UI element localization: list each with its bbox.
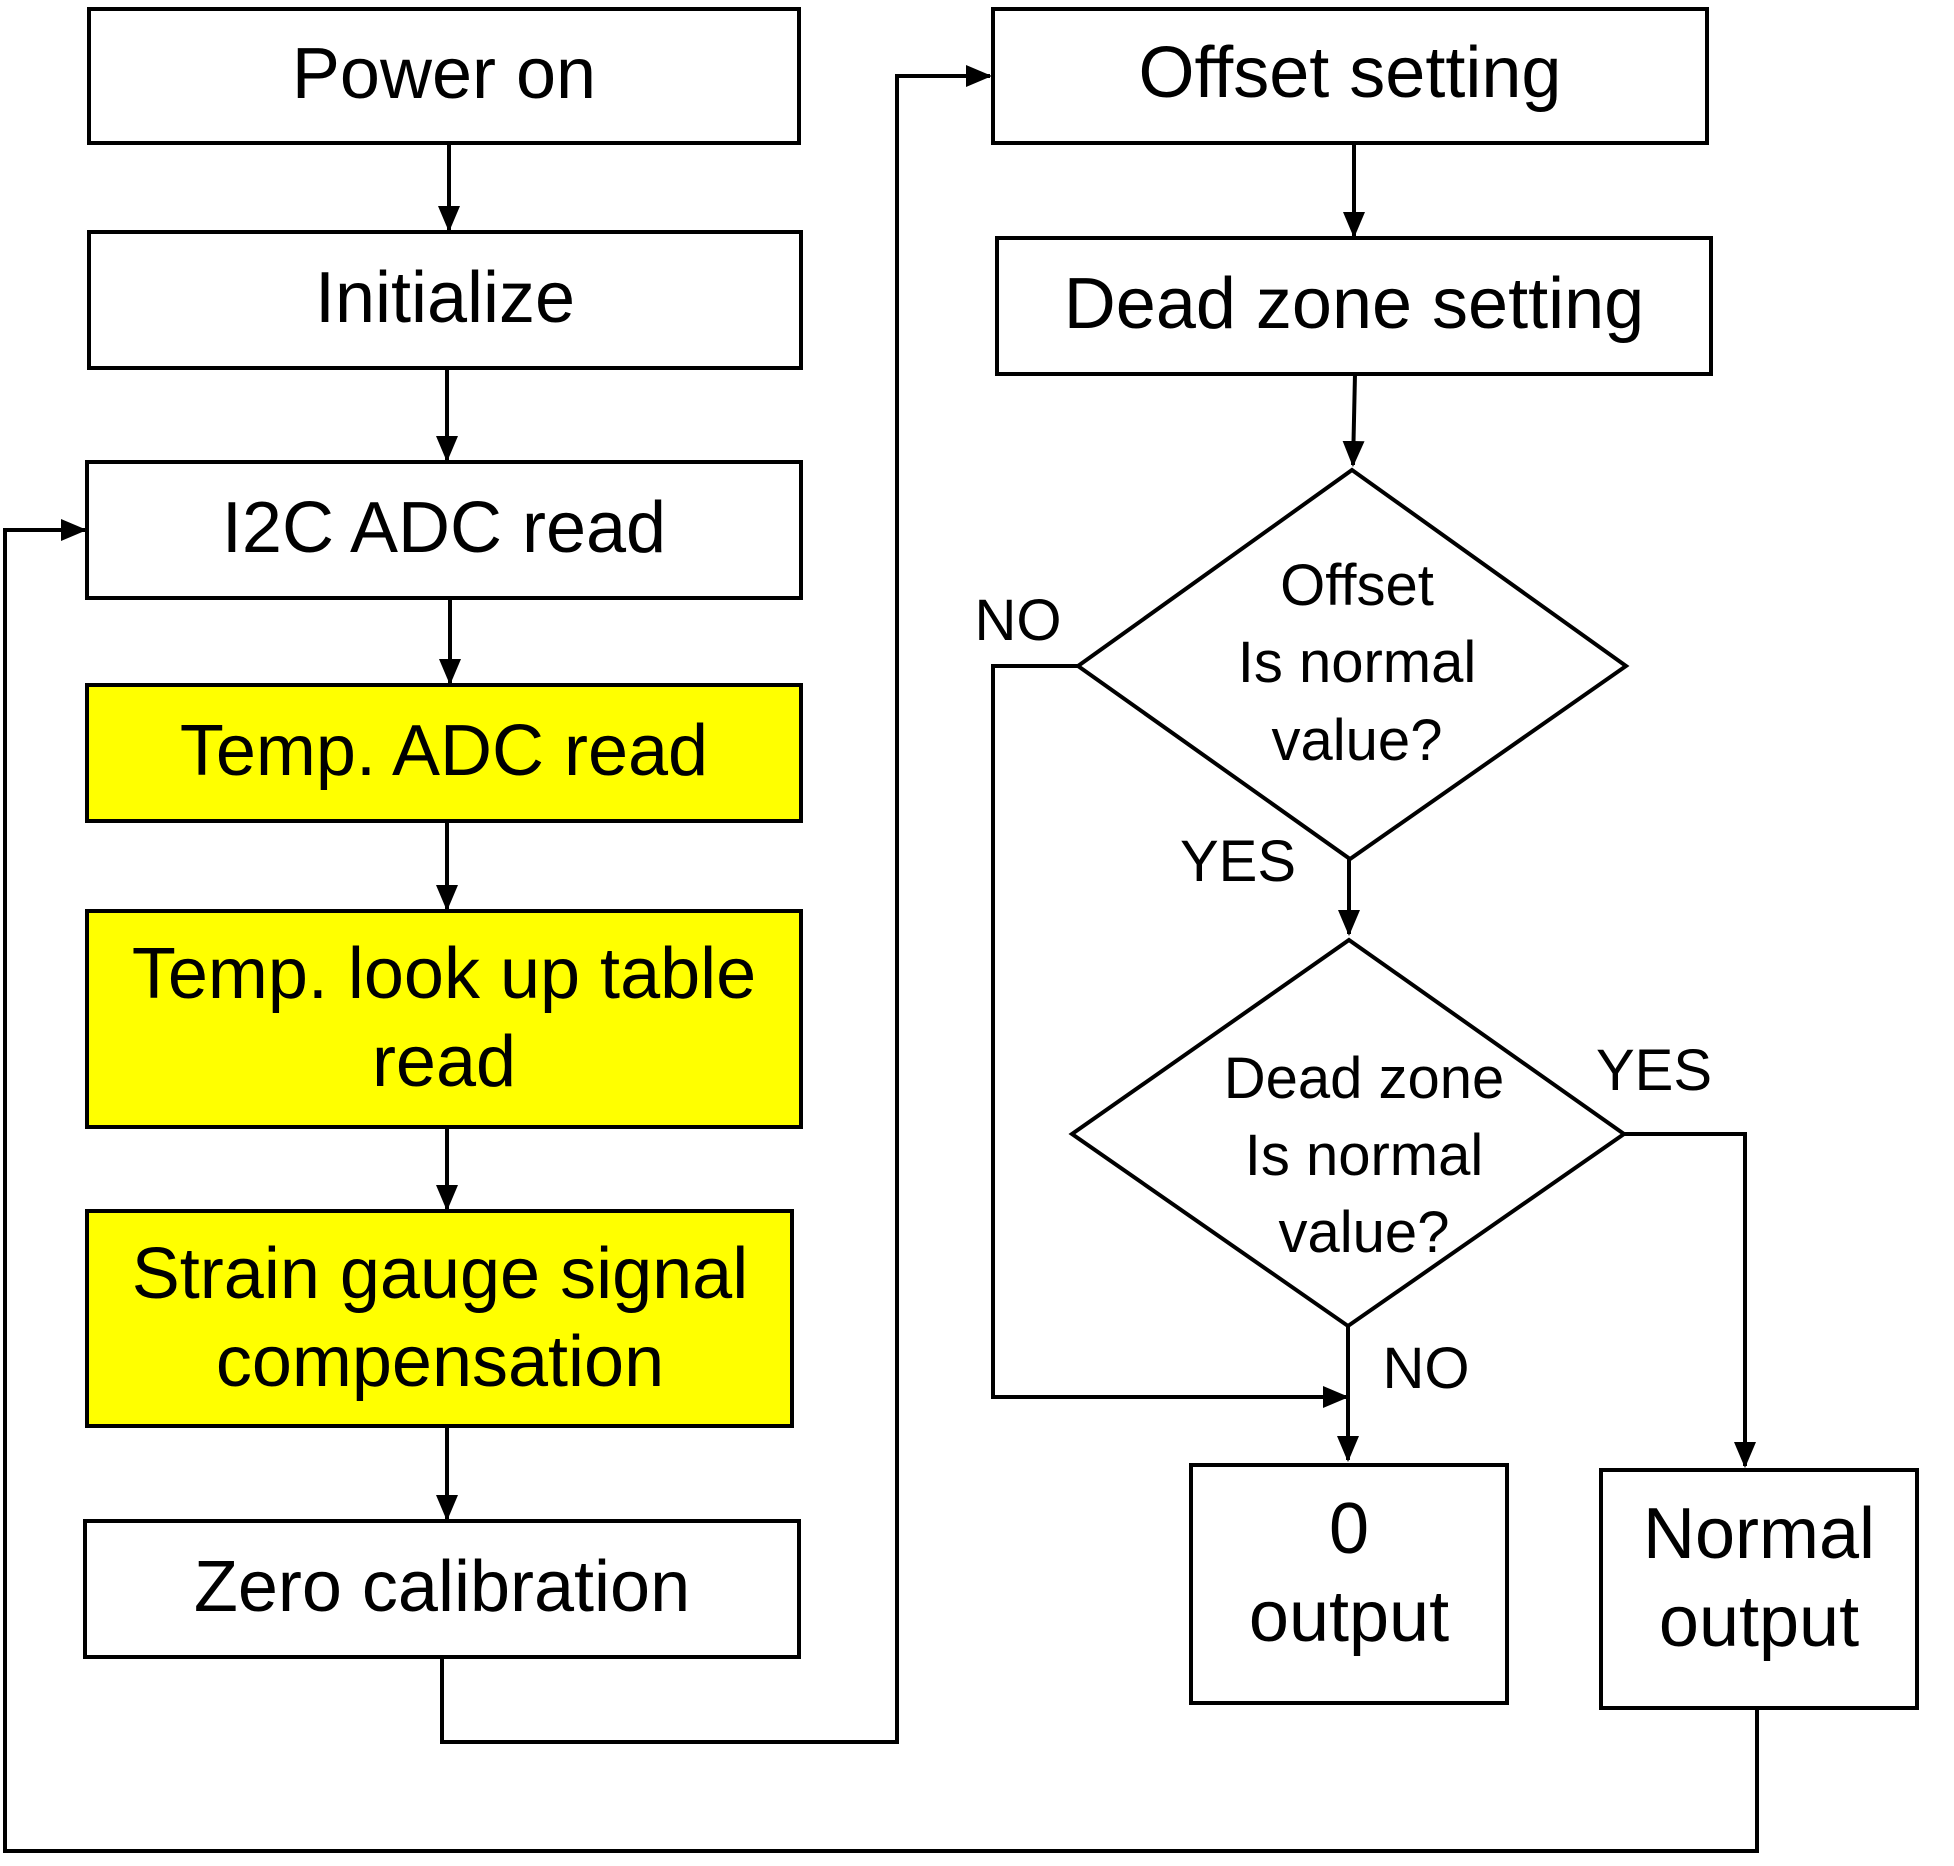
offset-setting-label: Offset setting [1139,33,1562,113]
deadzone-decision-line3: value? [1279,1200,1450,1265]
deadzone-decision-line2: Is normal [1245,1123,1484,1188]
dead-zone-setting-label: Dead zone setting [1064,264,1644,344]
deadzone-no-label: NO [1383,1336,1470,1401]
temp-adc-read-label: Temp. ADC read [180,711,708,791]
connector-zero-cal-to-offset [440,65,992,1744]
strain-gauge-label-line2: compensation [216,1322,664,1402]
connector-offset-no-to-zero-output [991,664,1349,1408]
initialize-box [87,230,803,370]
offset-decision-line3: value? [1272,708,1443,773]
initialize-label: Initialize [315,258,575,338]
normal-output-line1: Normal [1643,1494,1875,1574]
arrow-deadzone-to-offset-decision [1342,373,1365,467]
strain-gauge-label-line1: Strain gauge signal [132,1234,748,1314]
normal-output-box [1599,1468,1919,1710]
normal-output-line2: output [1659,1582,1859,1662]
zero-output-line2: output [1249,1577,1449,1657]
deadzone-yes-label: YES [1596,1038,1712,1103]
i2c-adc-read-box [85,460,803,600]
offset-decision-line2: Is normal [1238,630,1477,695]
offset-yes-label: YES [1180,829,1296,894]
zero-output-line1: 0 [1329,1489,1369,1569]
power-on-box [87,7,801,145]
temp-adc-read-box [85,683,803,823]
zero-output-box [1189,1463,1509,1705]
strain-gauge-box [85,1209,794,1428]
offset-setting-box [991,7,1709,145]
i2c-adc-read-label: I2C ADC read [222,488,666,568]
connector-loop-to-i2c [3,519,1759,1853]
connector-deadzone-yes-to-normal-output [1624,1132,1756,1468]
temp-lookup-table-label-line1: Temp. look up table [132,934,756,1014]
offset-decision-line1: Offset [1280,553,1434,618]
deadzone-decision-line1: Dead zone [1224,1046,1505,1111]
power-on-label: Power on [292,34,596,114]
offset-no-label: NO [975,588,1062,653]
zero-calibration-label: Zero calibration [194,1547,690,1627]
temp-lookup-table-label-line2: read [372,1022,516,1102]
temp-lookup-table-box [85,909,803,1129]
